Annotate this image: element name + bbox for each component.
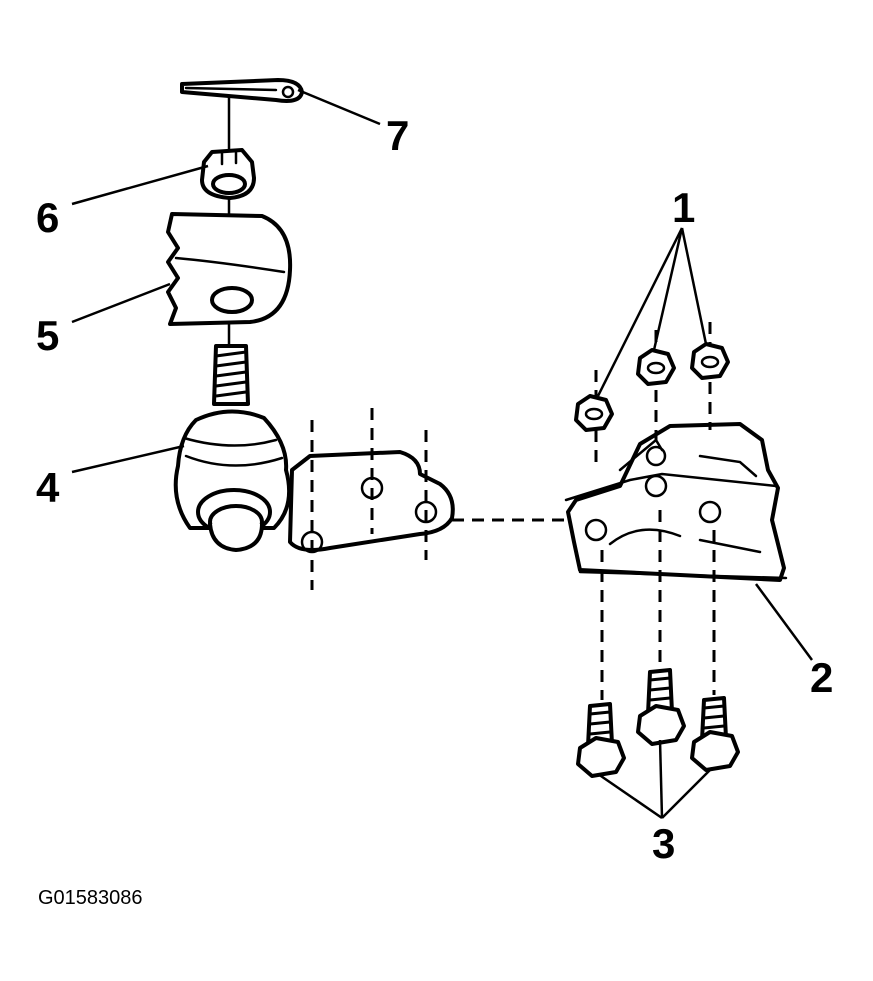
nut-right (690, 342, 730, 380)
figure-id: G01583086 (38, 887, 143, 909)
leader-lines (71, 88, 814, 820)
callout-6: 6 (36, 194, 59, 241)
callout-4: 4 (36, 464, 60, 511)
bolt-middle (636, 668, 686, 746)
bolt-left (576, 702, 626, 778)
nut-left (574, 394, 614, 432)
ball-joint (173, 344, 455, 554)
steering-knuckle-section (166, 212, 293, 326)
callout-3: 3 (652, 820, 675, 867)
castle-nut (200, 148, 256, 200)
callout-2: 2 (810, 654, 833, 701)
nut-middle (636, 348, 676, 386)
bolt-right (690, 696, 740, 772)
callout-5: 5 (36, 312, 59, 359)
callout-1: 1 (672, 184, 695, 231)
lower-control-arm (564, 422, 788, 582)
cotter-pin (180, 78, 304, 103)
callout-7: 7 (386, 112, 409, 159)
